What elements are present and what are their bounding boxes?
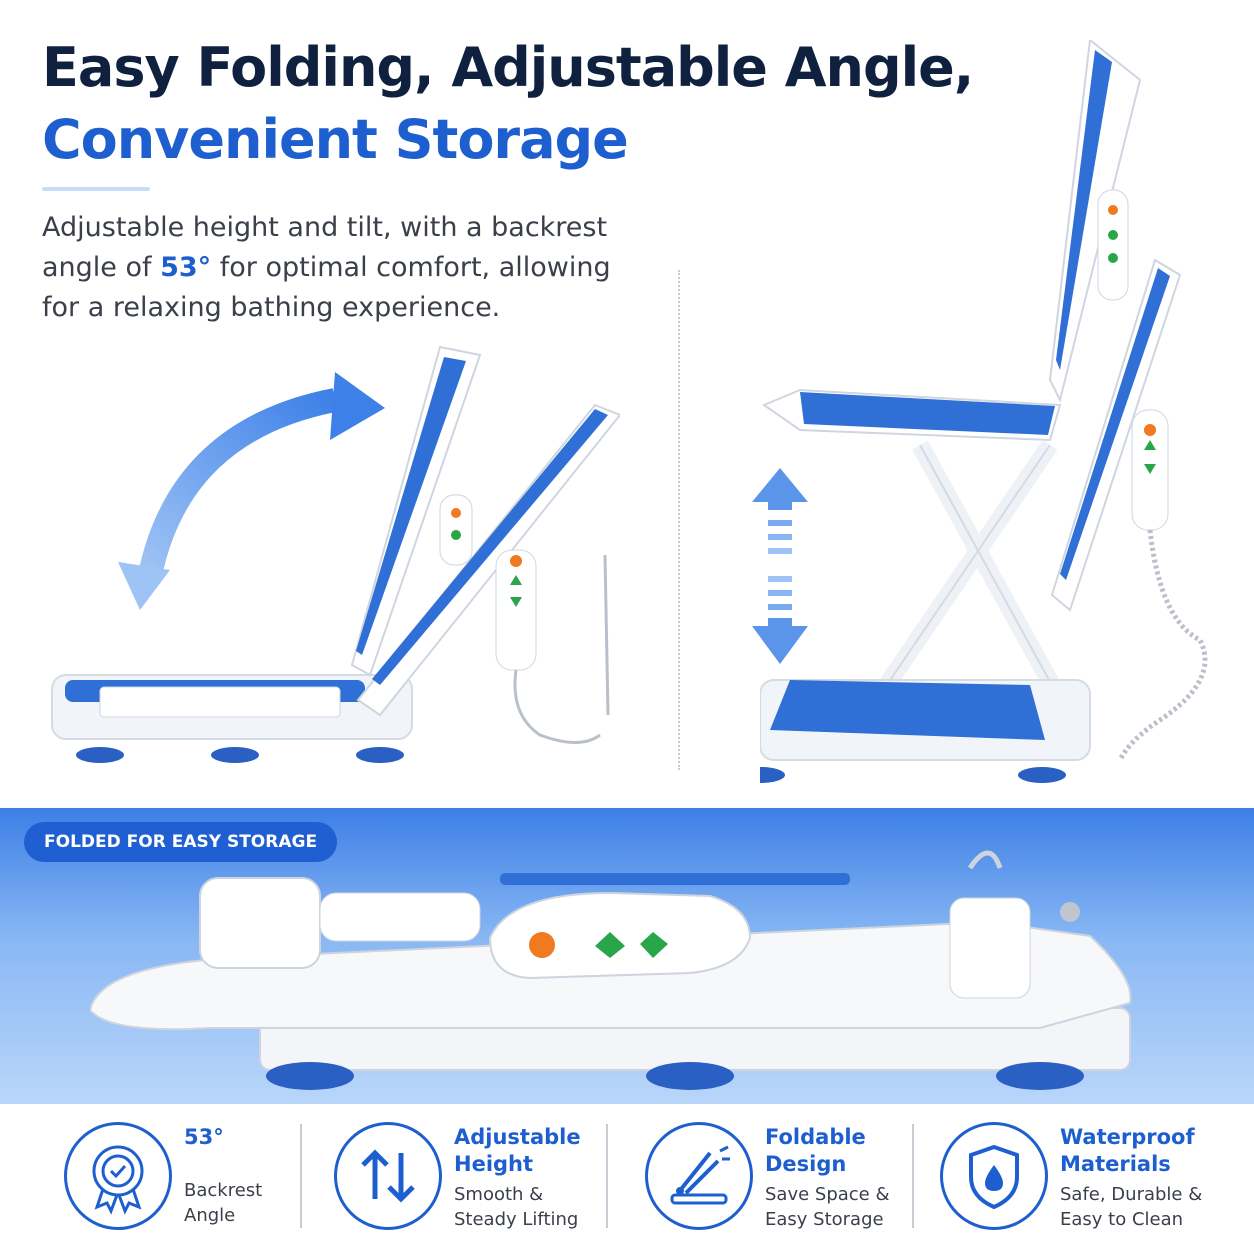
shield-drop-icon xyxy=(940,1122,1048,1230)
feature-title: Foldable Design xyxy=(765,1125,866,1176)
feature-subtitle: Safe, Durable & Easy to Clean xyxy=(1060,1184,1203,1230)
headline-line-1: Easy Folding, Adjustable Angle, xyxy=(42,36,974,99)
feature-subtitle: Save Space & Easy Storage xyxy=(765,1184,890,1230)
description-highlight: 53° xyxy=(160,252,212,283)
description-text-2: for optimal comfort, allowing for a rela… xyxy=(42,252,611,323)
feature-title: Waterproof Materials xyxy=(1060,1125,1195,1176)
tilt-arc-arrow-icon xyxy=(118,372,385,610)
feature-divider xyxy=(300,1124,302,1228)
feature-foldable-design: Foldable Design Save Space & Easy Storag… xyxy=(645,1104,905,1254)
feature-divider xyxy=(606,1124,608,1228)
title-underline xyxy=(42,187,150,191)
feature-backrest-angle: 53° Backrest Angle xyxy=(64,1104,294,1254)
description: Adjustable height and tilt, with a backr… xyxy=(42,208,642,328)
headline: Easy Folding, Adjustable Angle, Convenie… xyxy=(42,32,974,176)
feature-title: Adjustable Height xyxy=(454,1125,581,1176)
headline-line-2: Convenient Storage xyxy=(42,108,629,171)
section-divider xyxy=(678,270,680,770)
folded-chair-illustration xyxy=(90,850,1132,1090)
up-down-arrows-icon xyxy=(334,1122,442,1230)
reclined-chair-illustration xyxy=(51,345,620,763)
fold-icon xyxy=(645,1122,753,1230)
feature-title: 53° xyxy=(184,1125,224,1149)
height-up-down-arrow-icon xyxy=(752,468,808,664)
feature-waterproof-materials: Waterproof Materials Safe, Durable & Eas… xyxy=(940,1104,1240,1254)
description-text-1: Adjustable height and tilt, with a backr… xyxy=(42,212,608,283)
feature-adjustable-height: Adjustable Height Smooth & Steady Liftin… xyxy=(334,1104,594,1254)
feature-subtitle: Backrest Angle xyxy=(184,1180,263,1226)
raised-chair-illustration xyxy=(760,40,1208,783)
folded-storage-badge: FOLDED FOR EASY STORAGE xyxy=(24,822,338,862)
award-badge-icon xyxy=(64,1122,172,1230)
feature-divider xyxy=(912,1124,914,1228)
feature-subtitle: Smooth & Steady Lifting xyxy=(454,1184,579,1230)
